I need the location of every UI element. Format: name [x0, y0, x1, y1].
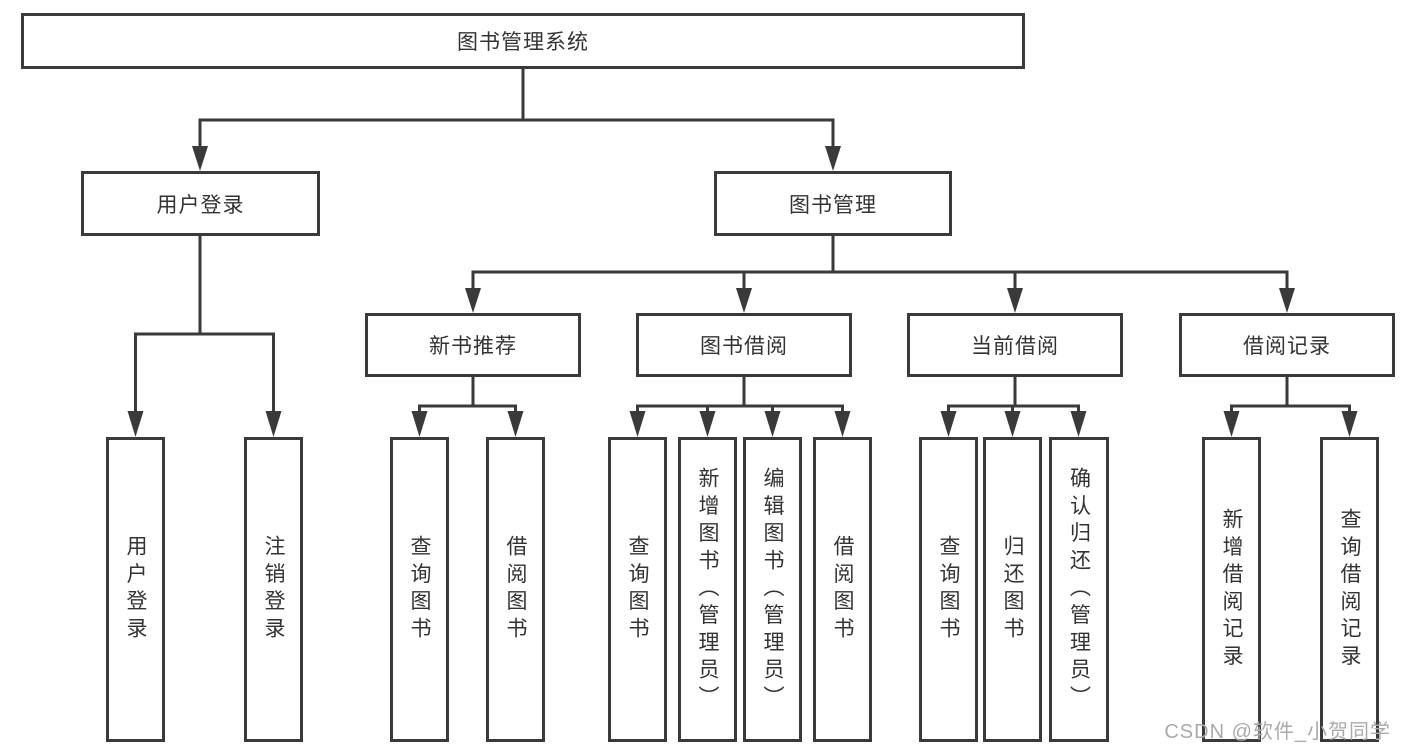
- node-label: 当前借阅: [971, 335, 1059, 358]
- node-return-books: 归还图书: [983, 437, 1042, 742]
- node-label: 借阅记录: [1243, 335, 1331, 358]
- node-confirm-return-admin: 确认归还（管理员）: [1049, 437, 1109, 742]
- node-label: 图书管理: [789, 193, 877, 217]
- node-add-books-admin: 新增图书（管理员）: [678, 437, 737, 742]
- node-label: 用户登录: [124, 534, 147, 645]
- node-query-borrow-record: 查询借阅记录: [1320, 437, 1379, 742]
- node-label: 查询图书: [626, 534, 649, 645]
- connector-book-management-children: [465, 236, 1295, 313]
- node-query-books-recommend: 查询图书: [390, 437, 449, 742]
- node-label: 注销登录: [262, 534, 285, 645]
- node-label: 借阅图书: [831, 534, 854, 645]
- node-borrow-books-recommend: 借阅图书: [486, 437, 545, 742]
- connector-root-to-level2: [192, 68, 841, 171]
- node-user-login: 用户登录: [81, 171, 320, 236]
- node-logout: 注销登录: [244, 437, 303, 742]
- node-user-login-leaf: 用户登录: [106, 437, 165, 742]
- connector-current-borrow-children: [940, 377, 1087, 437]
- node-query-books-current: 查询图书: [919, 437, 978, 742]
- node-query-books-borrow: 查询图书: [608, 437, 667, 742]
- node-label: 确认归还（管理员）: [1067, 466, 1091, 713]
- node-borrow-records: 借阅记录: [1179, 313, 1395, 377]
- node-book-borrow: 图书借阅: [636, 313, 852, 377]
- connector-user-login-children: [127, 236, 282, 437]
- node-label: 归还图书: [1001, 534, 1024, 645]
- node-label: 用户登录: [156, 193, 245, 217]
- connector-new-book-recommend-children: [411, 377, 524, 437]
- node-new-book-recommend: 新书推荐: [365, 313, 581, 377]
- node-label: 新书推荐: [429, 335, 517, 358]
- node-label: 图书管理系统: [457, 31, 589, 54]
- node-label: 新增借阅记录: [1220, 507, 1243, 672]
- node-add-borrow-record: 新增借阅记录: [1202, 437, 1261, 742]
- node-book-management: 图书管理: [714, 171, 952, 236]
- node-label: 图书借阅: [700, 335, 788, 358]
- node-library-system: 图书管理系统: [21, 13, 1025, 69]
- node-current-borrow: 当前借阅: [907, 313, 1123, 377]
- node-label: 查询图书: [408, 534, 431, 645]
- node-label: 查询图书: [937, 534, 960, 645]
- node-label: 新增图书（管理员）: [696, 466, 719, 713]
- connector-borrow-records-children: [1223, 377, 1358, 437]
- node-label: 借阅图书: [504, 534, 527, 645]
- node-edit-books-admin: 编辑图书（管理员）: [743, 437, 802, 742]
- connector-book-borrow-children: [629, 377, 851, 437]
- node-label: 编辑图书（管理员）: [761, 466, 784, 713]
- node-label: 查询借阅记录: [1338, 507, 1361, 672]
- node-borrow-books: 借阅图书: [813, 437, 872, 742]
- csdn-watermark: CSDN @软件_小贺同学: [1164, 721, 1391, 743]
